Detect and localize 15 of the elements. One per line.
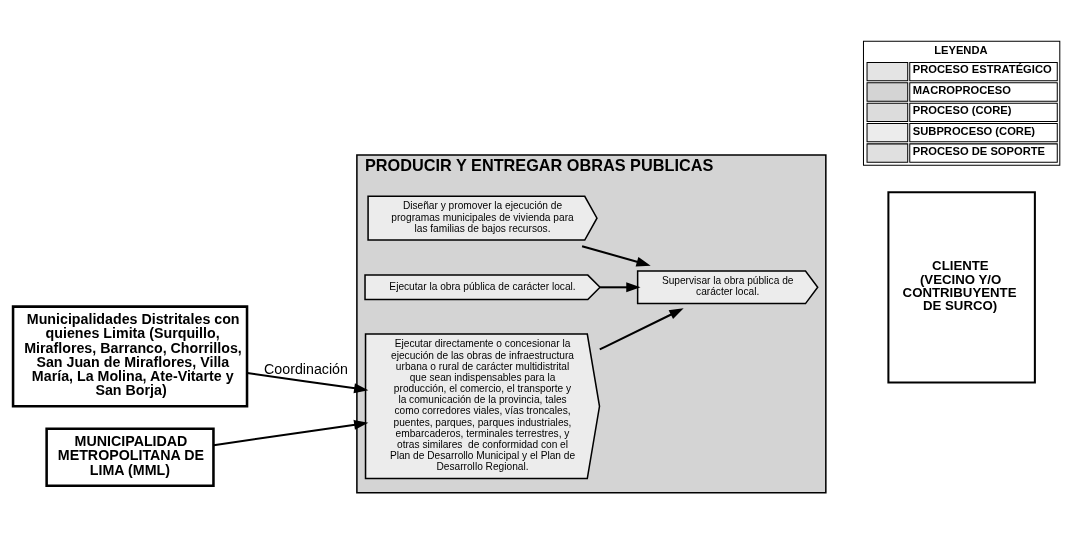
- legend-label: PROCESO (CORE): [912, 104, 1012, 117]
- legend-label: SUBPROCESO (CORE): [912, 124, 1036, 137]
- arrow: [581, 245, 651, 267]
- arrow: [599, 308, 684, 351]
- arrow: [600, 282, 641, 293]
- arrow: [213, 419, 369, 447]
- node-box: MUNICIPALIDAD METROPOLITANA DE LIMA (MML): [45, 427, 215, 487]
- legend-label: PROCESO DE SOPORTE: [912, 144, 1046, 157]
- legend-label: PROCESO ESTRATÉGICO: [912, 63, 1052, 76]
- node-box: CLIENTE (VECINO Y/O CONTRIBUYENTE DE SURCO): [887, 191, 1036, 384]
- label: LEYENDA: [934, 44, 988, 57]
- legend-label: MACROPROCESO: [912, 83, 1011, 96]
- arrow: [247, 372, 369, 394]
- edge-label: Coordinación: [264, 360, 348, 377]
- node-box: Municipalidades Distritales con quienes Limita (Surquillo, Miraflores, Barranco, Chorrillos, San Juan de Miraflores, Villa María, La Molina, Ate-Vitarte y San Borja): [11, 305, 249, 408]
